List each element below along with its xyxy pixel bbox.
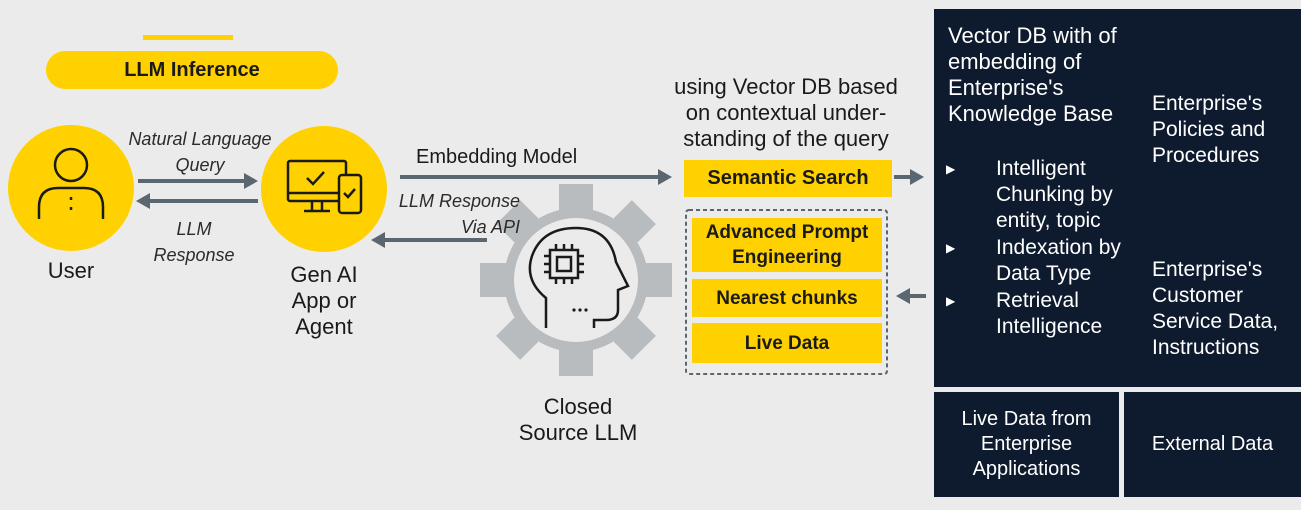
user-label: User (47, 258, 95, 283)
vector-db-bullets: ▶Intelligent Chunking by entity, topic ▶… (934, 156, 1134, 341)
policies-label: Enterprise's Policies and Procedures (1152, 92, 1266, 167)
api-response-label: LLM Response Via API (398, 191, 520, 237)
search-description: using Vector DB based on contextual unde… (674, 74, 898, 151)
live-enterprise-data-label: Live Data from Enterprise Applications (961, 408, 1092, 480)
prompt-group-border (685, 209, 888, 375)
gear-icon (480, 184, 672, 376)
live-enterprise-data-box: Live Data from Enterprise Applications (934, 392, 1119, 497)
bullet-chunking: ▶Intelligent Chunking by entity, topic (946, 157, 1113, 232)
from-vector-db-arrow (896, 288, 926, 304)
accent-line (143, 35, 233, 40)
to-vector-db-arrow (894, 169, 924, 185)
bullet-retrieval: ▶Retrieval Intelligence (946, 289, 1103, 338)
embedding-model-label: Embedding Model (416, 146, 578, 168)
bullet-indexation: ▶Indexation by Data Type (946, 236, 1121, 285)
external-data-box: External Data (1124, 392, 1301, 497)
nearest-chunks-box: Nearest chunks (692, 279, 882, 317)
response-label: LLM Response (153, 219, 235, 265)
vector-db-title: Vector DB with of embedding of Enterpris… (948, 23, 1117, 126)
response-arrow (136, 193, 258, 209)
query-arrow (138, 173, 258, 189)
customer-label: Enterprise's Customer Service Data, Inst… (1152, 258, 1279, 359)
api-response-arrow (371, 232, 487, 248)
external-data-label: External Data (1151, 433, 1274, 455)
embedding-arrow (400, 169, 672, 185)
app-circle (261, 126, 387, 252)
llm-label: Closed Source LLM (518, 394, 638, 445)
app-label: Gen AI App or Agent (290, 262, 358, 339)
semantic-search-box: Semantic Search (684, 160, 892, 197)
devices-icon (286, 159, 363, 215)
llm-inference-pill: LLM Inference (46, 51, 338, 89)
query-label: Natural Language Query (128, 129, 272, 175)
user-icon (37, 147, 105, 219)
advanced-prompt-box: Advanced Prompt Engineering (692, 218, 882, 272)
live-data-box: Live Data (692, 323, 882, 363)
vector-db-panel: Vector DB with of embedding of Enterpris… (934, 9, 1301, 387)
